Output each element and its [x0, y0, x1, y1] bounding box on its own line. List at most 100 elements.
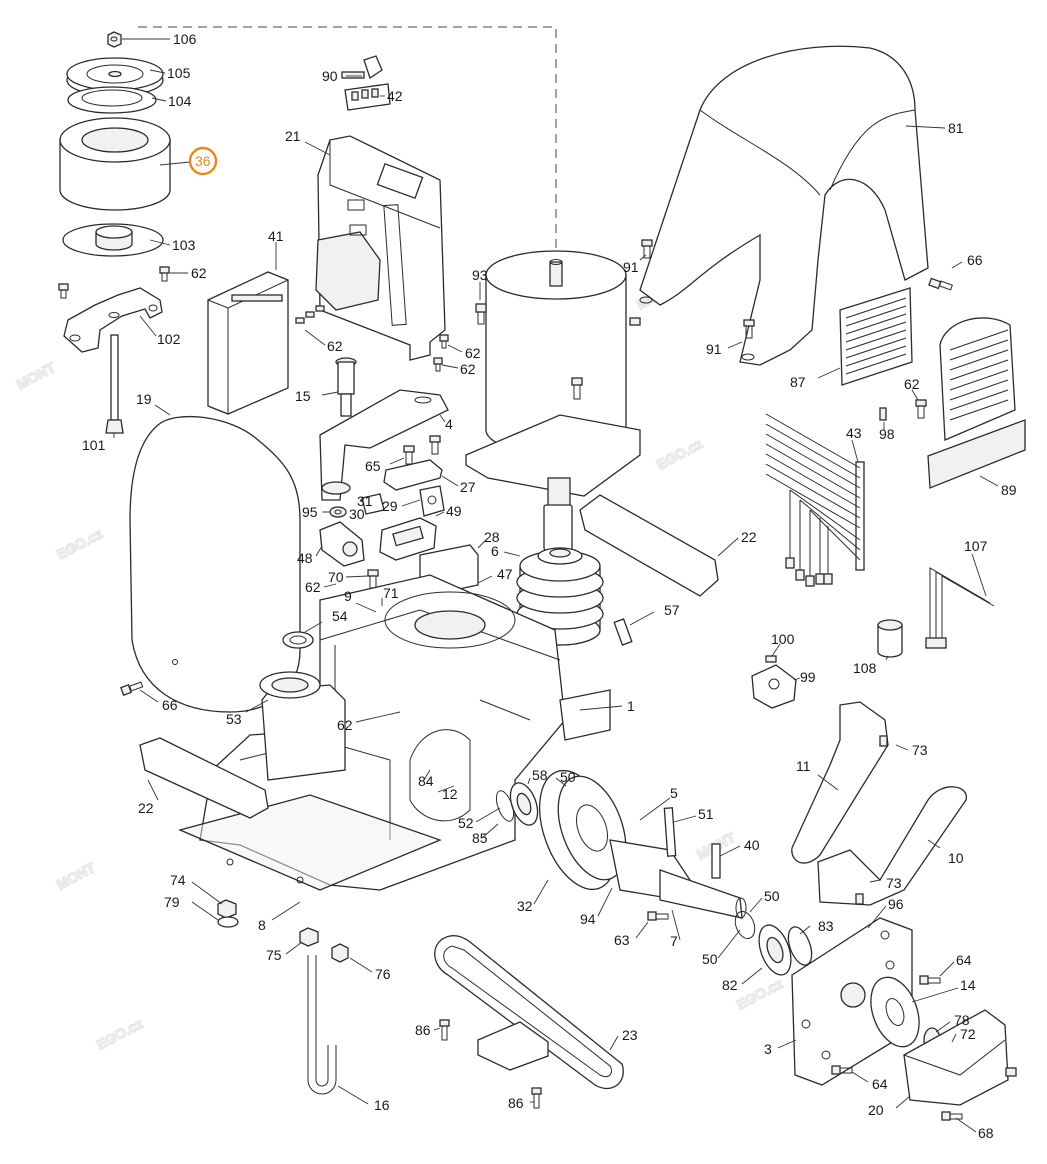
release-lever-11: [791, 701, 889, 864]
callout-label: 71: [383, 585, 399, 601]
callout-label: 52: [458, 815, 474, 831]
callout-label: 3: [764, 1041, 772, 1057]
callout-label: 70: [328, 569, 344, 585]
switch-cam-29: [419, 485, 445, 517]
screw-86: [531, 1087, 542, 1109]
callout-label: 58: [532, 767, 548, 783]
bolt-101: [105, 334, 124, 434]
screw-66: [928, 277, 953, 291]
callout-label: 23: [622, 1027, 638, 1043]
callout-label: 8: [258, 917, 266, 933]
watermark-text: EGO.cz: [94, 1015, 145, 1053]
screw-70: [367, 569, 379, 589]
callout-label: 98: [879, 426, 895, 442]
callout-label: 76: [375, 966, 391, 982]
bridge-rectifier-99: [751, 664, 797, 709]
screw-set: [295, 305, 449, 372]
callout-label: 4: [445, 416, 453, 432]
screw: [1005, 1067, 1017, 1077]
callout-label: 100: [771, 631, 795, 647]
callout-label: 16: [374, 1097, 390, 1113]
callout-label: 41: [268, 228, 284, 244]
cam-48: [319, 521, 365, 567]
pulley-6: [516, 547, 604, 646]
bushing-108: [877, 619, 903, 658]
release-lever-10: [817, 786, 967, 906]
rail-22: [139, 737, 269, 819]
callout-label: 49: [446, 503, 462, 519]
callout-label: 81: [948, 120, 964, 136]
callout-label: 87: [790, 374, 806, 390]
callout-label: 32: [517, 898, 533, 914]
callout-label: 62: [337, 717, 353, 733]
callout-label: 106: [173, 31, 197, 47]
screw-57: [613, 618, 633, 646]
callout-label: 22: [138, 800, 154, 816]
leader-lines: [113, 38, 999, 1133]
alignment-dashed-line: [138, 26, 557, 280]
callout-label: 11: [796, 758, 811, 774]
callout-label: 101: [82, 437, 106, 453]
highlight-circle-36: [188, 146, 218, 176]
callout-label: 86: [508, 1095, 524, 1111]
washer-104: [67, 86, 157, 114]
callout-label: 90: [322, 68, 338, 84]
circlip-85: [495, 790, 515, 822]
callout-label: 42: [387, 88, 403, 104]
screw-73: [879, 735, 888, 747]
rail-22: [579, 494, 719, 597]
screw-68: [941, 1111, 963, 1121]
screw: [429, 435, 441, 455]
screw-62: [915, 399, 927, 419]
callout-label: 66: [162, 697, 178, 713]
callout-label: 62: [904, 376, 920, 392]
gear-32: [539, 769, 627, 891]
callout-label: 28: [484, 529, 500, 545]
pin-98: [879, 407, 887, 421]
nut-75: [299, 927, 319, 947]
callout-label: 9: [344, 588, 352, 604]
callout-label: 94: [580, 911, 596, 927]
callout-label: 48: [297, 550, 313, 566]
screw-62: [58, 283, 69, 299]
screw-64: [831, 1065, 853, 1075]
screw-91: [743, 319, 755, 339]
watermark-text: MONT: [14, 359, 58, 393]
callout-label: 62: [305, 579, 321, 595]
callout-label: 73: [912, 742, 928, 758]
callout-label: 62: [460, 361, 476, 377]
microswitch-27: [383, 459, 443, 491]
circlip-50: [734, 910, 756, 940]
callout-label: 47: [497, 566, 513, 582]
callout-label: 102: [157, 331, 181, 347]
washer-95: [329, 506, 347, 518]
callout-label: 50: [560, 769, 576, 785]
callout-label: 1: [627, 698, 635, 714]
callout-label: 83: [818, 918, 834, 934]
watermark-text: EGO.cz: [654, 435, 705, 473]
callout-label: 63: [614, 932, 630, 948]
watermark-text: MONT: [54, 859, 98, 893]
screw-73: [855, 893, 864, 905]
terminal-block-42: [344, 83, 391, 111]
callout-label: 66: [967, 252, 983, 268]
callout-label: 79: [164, 894, 180, 910]
anchor-bolt-16: [307, 955, 337, 1095]
bearing-82: [758, 924, 792, 976]
callout-label: 40: [744, 837, 760, 853]
vent-89: [927, 317, 1026, 489]
callout-label: 78: [954, 1012, 970, 1028]
callout-label: 62: [191, 265, 207, 281]
callout-label: 54: [332, 608, 348, 624]
callout-label: 84: [418, 773, 434, 789]
pin-40: [711, 843, 721, 879]
capacitor-41: [207, 271, 289, 415]
side-cover-19: [129, 415, 301, 713]
callout-label: 96: [888, 896, 904, 912]
screw-65: [403, 445, 415, 465]
callout-label: 10: [948, 850, 964, 866]
callout-label: 86: [415, 1022, 431, 1038]
callout-label: 64: [872, 1076, 888, 1092]
callout-label: 12: [442, 786, 458, 802]
